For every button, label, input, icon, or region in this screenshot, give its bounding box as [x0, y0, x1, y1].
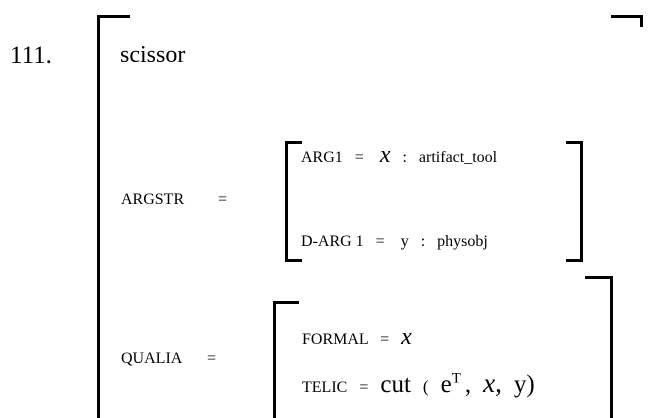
telic-open-paren: ( — [422, 377, 429, 396]
darg1-separator: : — [420, 233, 426, 250]
telic-event: eT — [440, 370, 461, 398]
qualia-equals: = — [207, 350, 217, 367]
arg1-equals: = — [354, 149, 364, 166]
argstr-label: ARGSTR — [121, 191, 185, 208]
formal-equals: = — [380, 331, 390, 348]
argstr-darg1-row: D-ARG 1 = y : physobj — [301, 233, 488, 251]
formal-name: FORMAL — [302, 331, 369, 348]
telic-name: TELIC — [302, 379, 348, 396]
qualia-label: QUALIA — [121, 350, 183, 367]
argstr-equals: = — [218, 191, 228, 208]
telic-comma: , — [464, 371, 472, 398]
head-word: scissor — [120, 42, 186, 68]
telic-event-superscript: T — [451, 370, 461, 387]
arg1-separator: : — [402, 149, 407, 166]
telic-arg2: y) — [513, 371, 535, 398]
qualia-telic-row: TELIC = cut ( eT , x, y) — [302, 368, 535, 399]
telic-arg1: x, — [483, 368, 502, 398]
darg1-equals: = — [375, 233, 385, 250]
argstr-arg1-row: ARG1 = x : artifact_tool — [301, 142, 497, 169]
formal-value: x — [401, 324, 412, 350]
arg1-name: ARG1 — [301, 149, 343, 166]
qualia-formal-row: FORMAL = x — [302, 324, 412, 351]
entry-number: 111. — [10, 42, 52, 69]
darg1-type: physobj — [437, 233, 488, 250]
telic-predicate: cut — [380, 371, 411, 398]
arg1-type: artifact_tool — [418, 149, 498, 166]
darg1-name: D-ARG 1 — [301, 233, 364, 250]
telic-equals: = — [359, 379, 369, 396]
arg1-variable: x — [379, 142, 391, 168]
darg1-variable: y — [400, 233, 409, 250]
